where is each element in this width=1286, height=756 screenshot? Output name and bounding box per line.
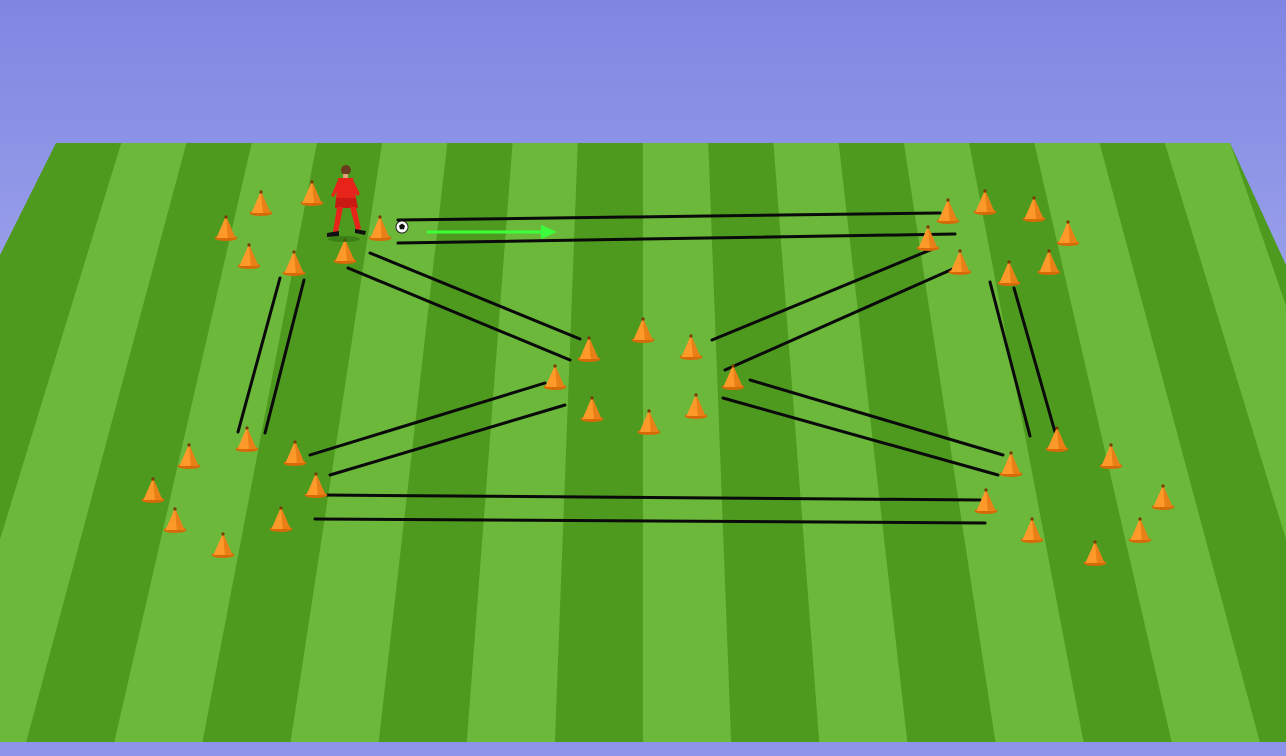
cone-icon	[974, 488, 998, 514]
pass-line	[748, 378, 1005, 457]
cone-icon	[214, 215, 238, 241]
cone-icon	[211, 532, 235, 558]
pass-line	[328, 403, 567, 477]
cone-icon	[916, 225, 940, 251]
cone-icon	[1083, 540, 1107, 566]
cone-icon	[282, 250, 306, 276]
pass-line	[721, 396, 1000, 477]
cone-icon	[1022, 196, 1046, 222]
bottom-border	[0, 742, 1286, 756]
cone-icon	[679, 334, 703, 360]
cone-icon	[999, 451, 1023, 477]
grass-stripe	[466, 143, 578, 742]
cone-icon	[141, 477, 165, 503]
soccer-ball-icon	[395, 220, 409, 234]
pass-line	[988, 280, 1032, 438]
cone-icon	[283, 440, 307, 466]
pass-line	[1012, 286, 1057, 434]
cone-icon	[1099, 443, 1123, 469]
cone-icon	[304, 472, 328, 498]
pass-line	[236, 276, 282, 434]
cone-icon	[936, 198, 960, 224]
cone-icon	[577, 336, 601, 362]
pass-line	[263, 278, 306, 435]
cones	[141, 180, 1175, 566]
cone-icon	[1020, 517, 1044, 543]
pass-line	[313, 517, 987, 525]
cone-icon	[973, 189, 997, 215]
cone-icon	[721, 364, 745, 390]
cone-icon	[580, 396, 604, 422]
grass-stripe	[643, 143, 732, 742]
grass-stripe	[114, 143, 317, 742]
arrow-right-icon	[541, 225, 557, 239]
cone-icon	[333, 238, 357, 264]
cone-icon	[235, 426, 259, 452]
cone-icon	[1037, 249, 1061, 275]
cone-icon	[1151, 484, 1175, 510]
cone-icon	[237, 243, 261, 269]
ball	[395, 220, 409, 234]
pass-line	[320, 493, 982, 502]
cone-icon	[684, 393, 708, 419]
cone-icon	[997, 260, 1021, 286]
player	[327, 165, 366, 242]
pass-line	[368, 251, 582, 341]
cone-icon	[368, 215, 392, 241]
pass-line	[308, 381, 547, 457]
cone-icon	[637, 409, 661, 435]
cone-icon	[177, 443, 201, 469]
grass-stripe	[1034, 143, 1260, 742]
movement-arrow	[427, 225, 557, 239]
grass-stripe	[1164, 143, 1286, 742]
cone-icon	[948, 249, 972, 275]
cone-icon	[163, 507, 187, 533]
pass-line	[396, 232, 957, 245]
player-icon	[327, 165, 366, 242]
cone-icon	[249, 190, 273, 216]
grass-stripe	[0, 143, 187, 742]
pass-line	[723, 266, 957, 372]
cone-icon	[1128, 517, 1152, 543]
pitch	[0, 143, 1286, 742]
cone-icon	[300, 180, 324, 206]
cone-icon	[1045, 426, 1069, 452]
cone-icon	[543, 364, 567, 390]
pass-line	[396, 211, 942, 222]
cone-icon	[631, 317, 655, 343]
pass-line	[346, 266, 572, 362]
grass-stripe	[903, 143, 1084, 742]
grass-stripe	[773, 143, 908, 742]
pass-line	[710, 246, 937, 342]
cone-icon	[1056, 220, 1080, 246]
cone-icon	[269, 506, 293, 532]
passing-lines	[236, 211, 1057, 525]
